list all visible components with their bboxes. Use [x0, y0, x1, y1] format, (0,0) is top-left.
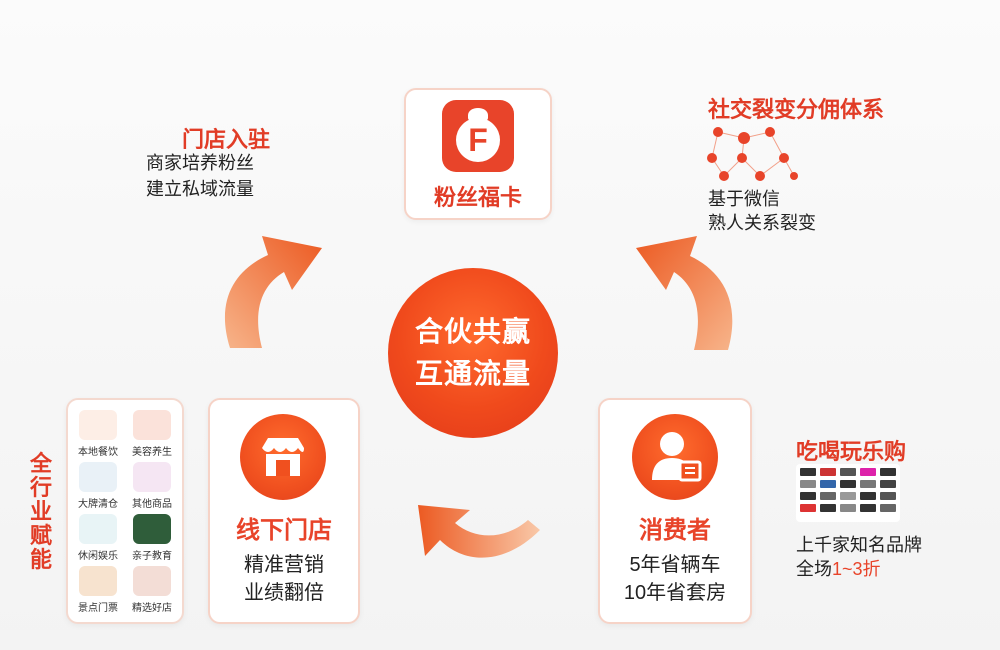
storefront-icon: [240, 414, 326, 500]
industry-item: 大牌清仓: [70, 462, 126, 510]
center-circle: 合伙共赢 互通流量: [388, 268, 558, 438]
leisure-icon: [79, 514, 117, 544]
brands-line-2: 全场1~3折: [796, 556, 881, 582]
consumer-title: 消费者: [639, 517, 711, 544]
industry-grid-card: 本地餐饮 美容养生 大牌清仓 其他商品 休闲娱乐 亲子教育 景点门票 精选好店: [66, 398, 184, 624]
brands-line-1: 上千家知名品牌: [796, 535, 922, 555]
logo-letter: F: [468, 122, 488, 158]
store-icon: [133, 566, 171, 596]
arrow-right-up: [636, 236, 733, 350]
offline-store-title: 线下门店: [236, 517, 332, 544]
industry-item: 休闲娱乐: [70, 514, 126, 562]
consumer-icon: [632, 414, 718, 500]
social-fission-line-1: 基于微信: [708, 189, 780, 209]
offline-store-line-1: 精准营销: [244, 554, 324, 576]
offline-store-card: 线下门店 精准营销 业绩翻倍: [208, 398, 360, 624]
discount-highlight: 1~3折: [832, 559, 881, 579]
social-fission-line-2: 熟人关系裂变: [708, 213, 816, 233]
center-line-2: 互通流量: [414, 358, 531, 389]
industry-item: 本地餐饮: [70, 410, 126, 458]
center-line-1: 合伙共赢: [414, 316, 531, 347]
shopping-icon: [79, 462, 117, 492]
industry-item: 亲子教育: [124, 514, 180, 562]
industry-item: 景点门票: [70, 566, 126, 614]
beauty-icon: [133, 410, 171, 440]
pagoda-icon: [79, 566, 117, 596]
arrow-bottom-left: [418, 505, 540, 558]
store-join-line-2: 建立私域流量: [146, 179, 254, 199]
cart-icon: [133, 462, 171, 492]
consumer-line-1: 5年省辆车: [629, 554, 721, 576]
fensi-fuka-logo-icon: F: [442, 100, 514, 172]
brand-logos-icon: [796, 464, 900, 522]
discount-prefix: 全场: [796, 559, 832, 579]
industry-item: 其他商品: [124, 462, 180, 510]
industry-item: 美容养生: [124, 410, 180, 458]
store-join-title: 门店入驻: [181, 127, 270, 152]
consumer-card: 消费者 5年省辆车 10年省套房: [598, 398, 752, 624]
social-network-icon: [707, 127, 798, 181]
store-join-line-1: 商家培养粉丝: [146, 153, 254, 173]
industry-item: 精选好店: [124, 566, 180, 614]
top-app-card: F 粉丝福卡: [404, 88, 552, 220]
social-fission-title: 社交裂变分佣体系: [708, 97, 885, 122]
arrow-left-up: [224, 236, 322, 348]
education-icon: [133, 514, 171, 544]
offline-store-line-2: 业绩翻倍: [244, 582, 324, 604]
chef-icon: [79, 410, 117, 440]
all-industry-title: 全行业赋能: [30, 451, 53, 572]
top-card-label: 粉丝福卡: [433, 185, 522, 210]
eat-drink-play-title: 吃喝玩乐购: [796, 439, 907, 464]
consumer-line-2: 10年省套房: [623, 582, 727, 604]
